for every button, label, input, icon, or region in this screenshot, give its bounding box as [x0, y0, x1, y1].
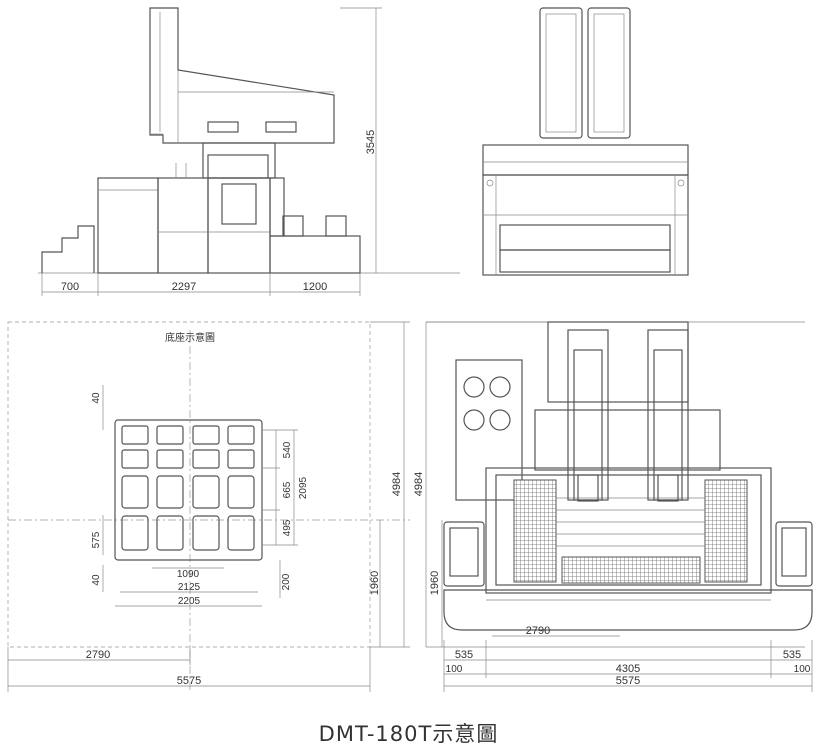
- top-view: 4984 1960 2790 535 4305 535 100 100 5575: [413, 321, 813, 692]
- diagram-caption: DMT-180T示意圖: [318, 722, 499, 746]
- top-dim-5575: 5575: [616, 675, 640, 687]
- top-dim-100-left: 100: [446, 664, 463, 675]
- top-dim-535-left: 535: [455, 649, 473, 661]
- foundation-dim-575: 575: [91, 531, 102, 548]
- front-view: [482, 7, 689, 276]
- foundation-dim-top-gap: 40: [91, 392, 102, 404]
- top-dim-4305: 4305: [616, 663, 640, 675]
- side-width-dim-2: 2297: [172, 281, 196, 293]
- foundation-pockets: [121, 425, 255, 551]
- foundation-dim-1090: 1090: [177, 569, 200, 580]
- foundation-dim-bottom-gap: 40: [91, 574, 102, 586]
- foundation-dim-495: 495: [282, 519, 293, 536]
- foundation-dim-2205: 2205: [178, 596, 201, 607]
- side-width-dim-1: 700: [61, 281, 79, 293]
- foundation-dim-200: 200: [281, 573, 292, 590]
- top-dim-1960: 1960: [429, 571, 441, 595]
- foundation-dim-2790: 2790: [86, 649, 110, 661]
- top-dim-100-right: 100: [794, 664, 811, 675]
- foundation-dim-540: 540: [282, 441, 293, 458]
- top-dim-535-right: 535: [783, 649, 801, 661]
- foundation-dim-1960: 1960: [369, 571, 381, 595]
- foundation-dim-4984: 4984: [391, 472, 403, 496]
- side-view: 3545 700 2297 1200: [38, 7, 460, 296]
- foundation-dim-5575: 5575: [177, 675, 201, 687]
- side-height-dim: 3545: [365, 130, 377, 154]
- top-dim-4984: 4984: [413, 472, 425, 496]
- foundation-dim-2095: 2095: [298, 476, 309, 499]
- foundation-title: 底座示意圖: [165, 331, 215, 344]
- top-dim-2790: 2790: [526, 625, 550, 637]
- foundation-dim-2125: 2125: [178, 582, 201, 593]
- foundation-plan: 底座示意圖 40 575 40: [7, 321, 410, 692]
- side-width-dim-3: 1200: [303, 281, 327, 293]
- foundation-dim-665: 665: [282, 481, 293, 498]
